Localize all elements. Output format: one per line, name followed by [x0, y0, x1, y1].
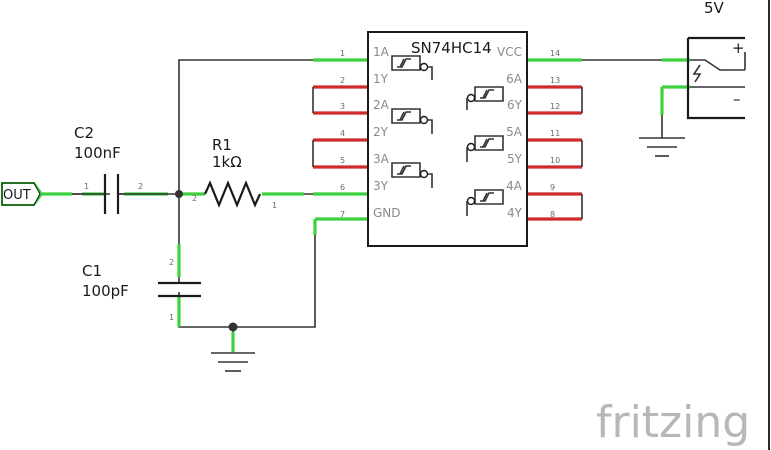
- schmitt-inverter-4: [466, 189, 504, 216]
- schmitt-inverter-1: [391, 55, 433, 80]
- capacitor-c1[interactable]: C1 100pF 2 1: [82, 258, 201, 322]
- resistor-r1[interactable]: R1 1kΩ 2 1: [192, 136, 277, 210]
- c1-ref: C1: [82, 262, 102, 280]
- schmitt-inverter-5: [466, 135, 504, 162]
- ic-pin-name-5a: 5A: [506, 125, 523, 139]
- supply-plus: +: [732, 39, 745, 57]
- power-jack-5v[interactable]: 5V + –: [686, 0, 746, 120]
- wires: [40, 59, 690, 352]
- schmitt-inverter-2: [391, 108, 433, 134]
- ic-pin-num-12: 12: [550, 102, 560, 111]
- ic-pin-num-6: 6: [340, 183, 345, 192]
- ic-pin-num-7: 7: [340, 210, 345, 219]
- ic-pin-name-2y: 2Y: [373, 125, 389, 139]
- c1-pin-bottom: 1: [169, 313, 174, 322]
- r1-value: 1kΩ: [212, 153, 242, 171]
- wire-c1-to-ground: [178, 219, 316, 328]
- ic-pin-num-10: 10: [550, 156, 560, 165]
- brand-wordmark: fritzing: [596, 397, 750, 448]
- schmitt-inverter-6: [466, 86, 504, 110]
- c2-pin-left: 1: [84, 182, 89, 191]
- c1-value: 100pF: [82, 282, 129, 300]
- ic-pin-name-gnd: GND: [373, 206, 401, 220]
- c1-pin-top: 2: [169, 258, 174, 267]
- fritzing-logo: fritzing: [596, 397, 750, 448]
- ic-sn74hc14[interactable]: SN74HC14 1A 1Y 2A 2Y 3A 3Y GND VCC 6A 6Y…: [340, 31, 560, 247]
- ic-pin-num-8: 8: [550, 210, 555, 219]
- unconnected-pins: [312, 85, 583, 221]
- r1-ref: R1: [212, 136, 232, 154]
- wire-jack-ground: [661, 86, 690, 138]
- ground-symbol-main: [211, 352, 255, 372]
- ic-pin-name-1a: 1A: [373, 45, 390, 59]
- capacitor-c2[interactable]: C2 100nF 1 2: [72, 124, 168, 214]
- ic-pin-num-9: 9: [550, 183, 555, 192]
- ic-pin-num-14: 14: [550, 49, 560, 58]
- connected-highlights: [40, 58, 690, 352]
- junction-dot-node: [175, 190, 183, 198]
- ic-pin-name-4y: 4Y: [507, 206, 523, 220]
- out-label: OUT: [3, 188, 31, 203]
- supply-minus: –: [733, 90, 741, 108]
- ic-pin-name-3y: 3Y: [373, 179, 389, 193]
- ic-pin-name-vcc: VCC: [497, 45, 522, 59]
- ic-pin-num-1: 1: [340, 49, 345, 58]
- out-terminal[interactable]: OUT: [1, 182, 44, 206]
- junction-dot-ground: [228, 322, 238, 332]
- ic-pin-name-3a: 3A: [373, 152, 390, 166]
- ic-pin-num-13: 13: [550, 76, 560, 85]
- ic-pin-num-5: 5: [340, 156, 345, 165]
- r1-pin-right: 1: [272, 201, 277, 210]
- ic-pin-name-6y: 6Y: [507, 98, 523, 112]
- ic-pin-name-6a: 6A: [506, 72, 523, 86]
- ic-pin-name-4a: 4A: [506, 179, 523, 193]
- r1-pin-left: 2: [192, 194, 197, 203]
- ic-pin-name-2a: 2A: [373, 98, 390, 112]
- ic-pin-num-4: 4: [340, 129, 345, 138]
- c2-ref: C2: [74, 124, 94, 142]
- ic-pin-num-3: 3: [340, 102, 345, 111]
- ic-pin-name-5y: 5Y: [507, 152, 523, 166]
- ic-title: SN74HC14: [411, 39, 492, 57]
- c2-value: 100nF: [74, 144, 121, 162]
- supply-label: 5V: [704, 0, 725, 17]
- ground-symbol-supply: [639, 137, 685, 157]
- schmitt-inverter-3: [391, 162, 433, 188]
- ic-pin-num-11: 11: [550, 129, 560, 138]
- ic-pin-name-1y: 1Y: [373, 72, 389, 86]
- ic-pin-num-2: 2: [340, 76, 345, 85]
- c2-pin-right: 2: [138, 182, 143, 191]
- wire-top-node-to-1a: [178, 59, 313, 194]
